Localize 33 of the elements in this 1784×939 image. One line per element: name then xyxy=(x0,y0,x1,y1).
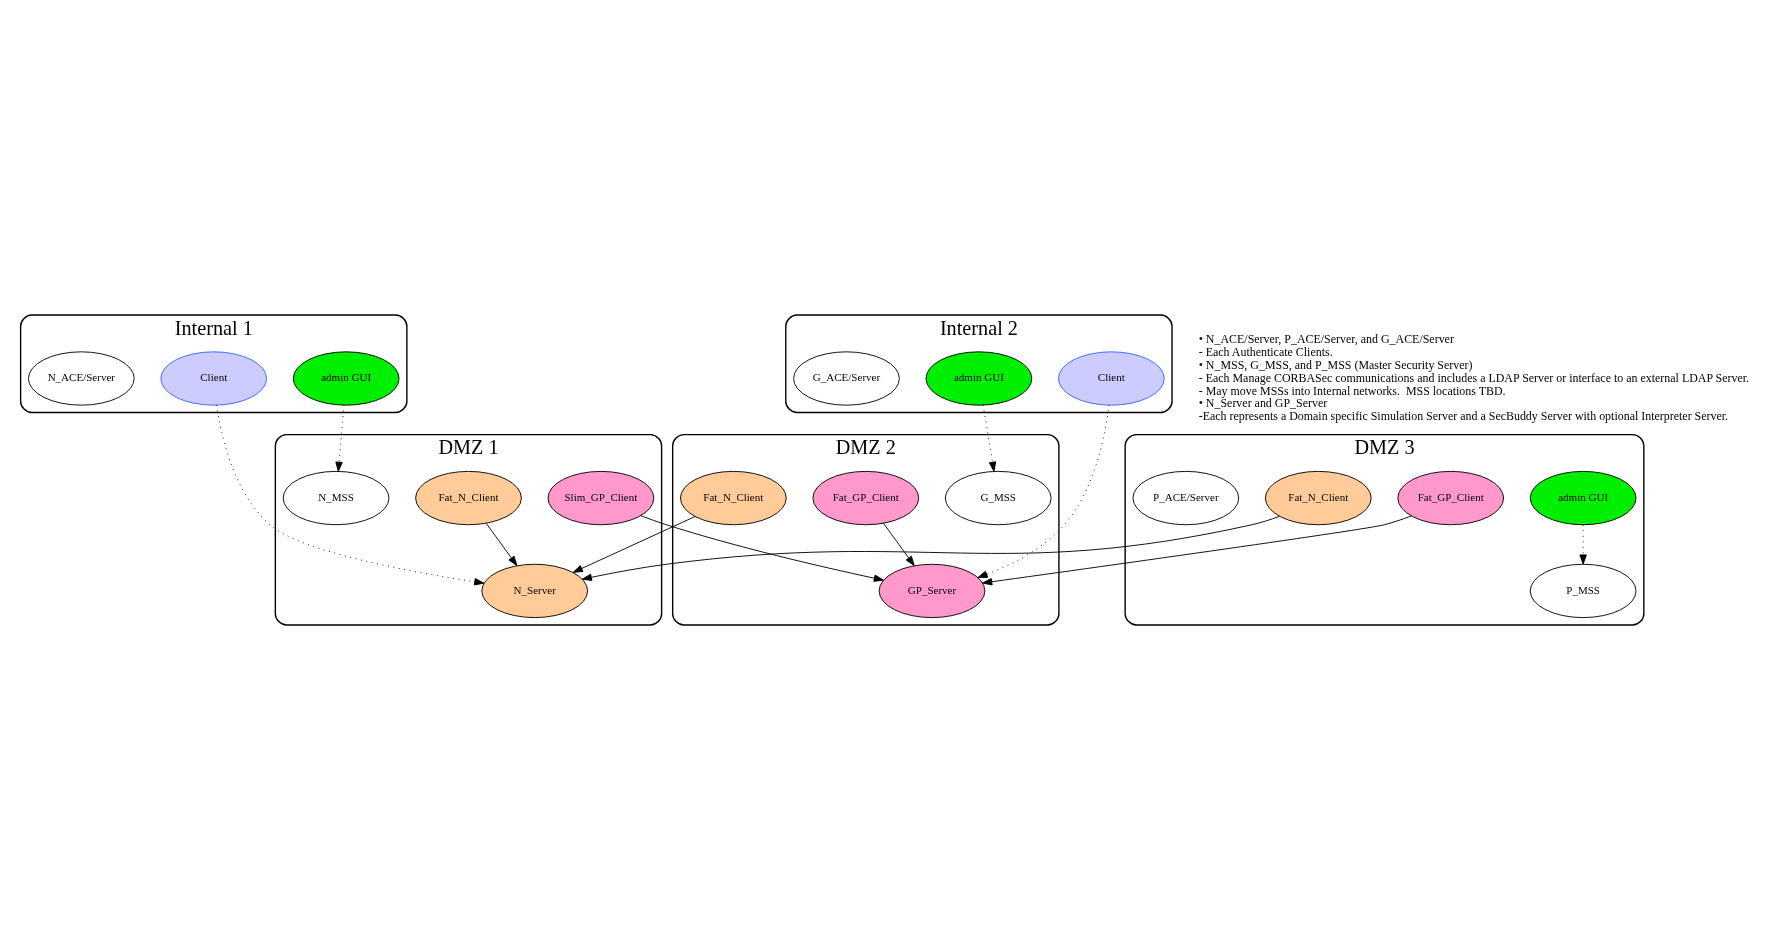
arrow xyxy=(883,522,915,566)
node-ellipse: admin GUI xyxy=(292,350,400,406)
node-ellipse: Fat_N_Client xyxy=(1264,470,1372,525)
arrow xyxy=(335,404,345,472)
arrow xyxy=(982,404,997,472)
node-ellipse: G_MSS xyxy=(944,470,1052,525)
label: • N_MSS, G_MSS, and P_MSS (Master Security Server) xyxy=(1198,357,1473,372)
node-ellipse: P_MSS xyxy=(1529,563,1637,618)
node-ellipse: Fat_GP_Client xyxy=(1397,470,1505,525)
node-ellipse: Fat_GP_Client xyxy=(812,470,920,525)
arrow xyxy=(1579,523,1587,565)
arrow xyxy=(572,515,696,573)
node-ellipse: N_ACE/Server xyxy=(27,350,135,406)
node-ellipse: admin GUI xyxy=(925,350,1033,406)
node-ellipse: P_ACE/Server xyxy=(1132,470,1240,525)
node-ellipse: Client xyxy=(1058,350,1165,406)
arrow xyxy=(581,515,1280,581)
node-ellipse: Fat_N_Client xyxy=(680,470,787,525)
node-ellipse: Fat_N_Client xyxy=(415,470,522,525)
node-ellipse: G_ACE/Server xyxy=(793,350,900,406)
node-ellipse: GP_Server xyxy=(878,563,986,618)
arrow xyxy=(977,404,1110,578)
node-ellipse: N_MSS xyxy=(282,470,390,525)
arrow xyxy=(640,514,884,582)
node-ellipse: Client xyxy=(160,350,268,406)
arrow xyxy=(485,522,518,566)
label: - Each Authenticate Clients. xyxy=(1198,344,1333,359)
node-ellipse: admin GUI xyxy=(1529,470,1637,525)
arrow xyxy=(216,404,485,585)
label: -Each represents a Domain specific Simulation Server and a SecBuddy Server with optional Interpreter Server. xyxy=(1198,408,1729,423)
label: • N_ACE/Server, P_ACE/Server, and G_ACE/Server xyxy=(1198,331,1454,346)
arrow xyxy=(982,515,1412,585)
node-ellipse: Slim_GP_Client xyxy=(547,470,655,525)
